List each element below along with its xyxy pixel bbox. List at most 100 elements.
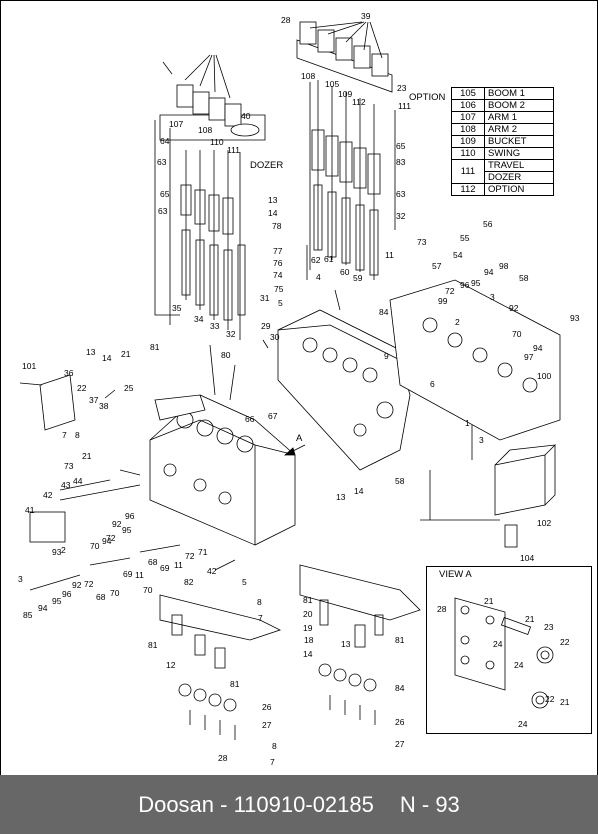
callout-number: 13 — [336, 492, 346, 502]
callout-number: 68 — [96, 592, 106, 602]
leader-lines — [104, 289, 500, 571]
callout-number: 22 — [560, 637, 570, 647]
callout-number: 14 — [354, 486, 364, 496]
callout-number: 28 — [281, 15, 291, 25]
callout-number: 111 — [398, 101, 411, 111]
legend-name: BUCKET — [484, 135, 554, 148]
callout-number: 32 — [396, 211, 406, 221]
callout-number: 21 — [484, 596, 494, 606]
callout-number: 76 — [273, 258, 283, 268]
callout-number: 110 — [210, 137, 224, 147]
callout-number: 81 — [150, 342, 160, 352]
page-number: N - 93 — [399, 791, 460, 817]
callout-number: 66 — [245, 414, 255, 424]
legend-name: OPTION — [484, 183, 554, 196]
callout-number: 24 — [493, 639, 503, 649]
callout-number: 57 — [432, 261, 442, 271]
callout-number: 84 — [395, 683, 405, 693]
callout-number: 93 — [52, 547, 62, 557]
callout-number: 12 — [166, 660, 176, 670]
callout-number: 6 — [430, 379, 435, 389]
callout-number: 7 — [62, 430, 67, 440]
callout-number: 5 — [242, 577, 247, 587]
callout-number: 95 — [52, 596, 62, 606]
callout-number: 65 — [160, 189, 170, 199]
callout-number: 7 — [258, 613, 263, 623]
callout-number: 97 — [524, 352, 534, 362]
callout-number: 13 — [341, 639, 351, 649]
callout-number: 54 — [453, 250, 463, 260]
callout-number: 83 — [396, 157, 406, 167]
callout-number: 96 — [460, 280, 470, 290]
callout-number: 69 — [160, 563, 170, 573]
legend-num: 106 — [451, 99, 485, 112]
callout-number: 1 — [465, 418, 470, 428]
callout-number: 84 — [379, 307, 389, 317]
callout-number: 92 — [112, 519, 122, 529]
callout-number: 68 — [148, 557, 158, 567]
callout-number: 20 — [303, 609, 313, 619]
view-a-title: VIEW A — [439, 569, 472, 580]
main-control-valve-right — [277, 309, 411, 471]
callout-number: 14 — [102, 353, 112, 363]
callout-number: 81 — [230, 679, 240, 689]
callout-number: 24 — [514, 660, 524, 670]
callout-number: 99 — [438, 296, 448, 306]
callout-number: 69 — [123, 569, 133, 579]
callout-number: 111 — [227, 145, 240, 155]
callout-number: 39 — [361, 11, 371, 21]
callout-number: 70 — [110, 588, 120, 598]
callout-number: 94 — [533, 343, 543, 353]
callout-number: 72 — [185, 551, 195, 561]
callout-number: 92 — [72, 580, 82, 590]
view-a-panel: VIEW A — [426, 566, 592, 734]
callout-number: 58 — [395, 476, 405, 486]
callout-number: 96 — [62, 589, 72, 599]
callout-number: 27 — [262, 720, 272, 730]
callout-number: 2 — [61, 545, 66, 555]
legend-name: BOOM 1 — [484, 87, 554, 100]
option-label: OPTION — [409, 92, 446, 103]
legend-name: TRAVEL — [484, 159, 554, 172]
callout-number: 3 — [18, 574, 23, 584]
callout-number: 40 — [241, 111, 251, 121]
callout-number: 8 — [257, 597, 262, 607]
callout-number: 29 — [261, 321, 271, 331]
callout-number: 73 — [64, 461, 74, 471]
callout-number: 94 — [484, 267, 494, 277]
callout-number: 26 — [395, 717, 405, 727]
callout-number: 92 — [509, 303, 519, 313]
callout-number: 25 — [124, 383, 134, 393]
callout-number: 95 — [471, 278, 481, 288]
callout-number: 18 — [304, 635, 314, 645]
callout-number: 109 — [338, 89, 353, 99]
callout-number: 41 — [25, 505, 35, 515]
callout-number: 93 — [570, 313, 580, 323]
callout-number: 81 — [303, 595, 313, 605]
callout-number: 21 — [121, 349, 131, 359]
callout-number: 73 — [417, 237, 427, 247]
callout-number: 62 — [311, 255, 321, 265]
main-control-valve-left — [149, 394, 296, 546]
callout-number: 70 — [90, 541, 100, 551]
legend-num: 109 — [451, 135, 485, 148]
callout-number: 23 — [544, 622, 554, 632]
callout-number: 101 — [22, 361, 37, 371]
legend-name: ARM 1 — [484, 111, 554, 124]
callout-number: 72 — [445, 286, 455, 296]
callout-number: 77 — [273, 246, 283, 256]
callout-number: 67 — [268, 411, 278, 421]
callout-number: 94 — [38, 603, 48, 613]
callout-number: 24 — [518, 719, 528, 729]
callout-number: 21 — [82, 451, 92, 461]
callout-number: 11 — [385, 250, 394, 260]
callout-number: 78 — [272, 221, 282, 231]
legend-num: 108 — [451, 123, 485, 136]
callout-number: 11 — [135, 570, 144, 580]
callout-number: 112 — [352, 97, 366, 107]
